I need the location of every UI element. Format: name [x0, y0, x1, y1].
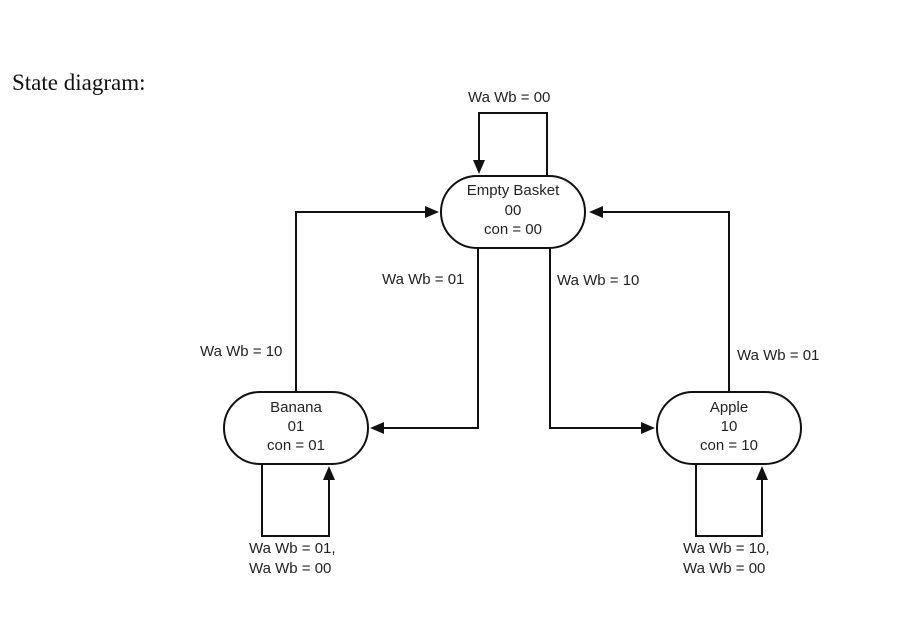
state-empty-basket: Empty Basket 00 con = 00 [440, 175, 586, 249]
transition-banana-self: Wa Wb = 01, Wa Wb = 00 [249, 464, 336, 577]
transition-label: Wa Wb = 10 [557, 272, 639, 289]
transition-empty-to-banana: Wa Wb = 01 [370, 248, 479, 434]
state-name: Apple [710, 399, 748, 416]
state-apple: Apple 10 con = 10 [656, 391, 802, 465]
arrowhead-icon [756, 466, 768, 480]
transition-label: Wa Wb = 01 [382, 271, 464, 288]
arrowhead-icon [473, 160, 485, 174]
state-name: Banana [270, 399, 322, 416]
transition-label-line1: Wa Wb = 01, [249, 540, 336, 557]
state-code: 00 [505, 202, 522, 219]
transition-empty-self: Wa Wb = 00 [468, 89, 550, 176]
diagram-heading: State diagram: [12, 70, 146, 95]
state-code: 01 [288, 418, 305, 435]
arrowhead-icon [370, 422, 384, 434]
transition-label-line1: Wa Wb = 10, [683, 540, 770, 557]
arrowhead-icon [641, 422, 655, 434]
transition-label: Wa Wb = 00 [468, 89, 550, 106]
arrowhead-icon [323, 466, 335, 480]
transition-label-line2: Wa Wb = 00 [249, 560, 331, 577]
state-name: Empty Basket [467, 182, 560, 199]
transition-label: Wa Wb = 01 [737, 347, 819, 364]
state-code: 10 [721, 418, 738, 435]
transition-empty-to-apple: Wa Wb = 10 [549, 248, 655, 434]
transition-label: Wa Wb = 10 [200, 343, 282, 360]
state-banana: Banana 01 con = 01 [223, 391, 369, 465]
state-output: con = 00 [484, 221, 542, 238]
state-output: con = 10 [700, 437, 758, 454]
transition-label-line2: Wa Wb = 00 [683, 560, 765, 577]
transition-apple-self: Wa Wb = 10, Wa Wb = 00 [683, 464, 770, 577]
transition-banana-to-empty: Wa Wb = 10 [200, 206, 439, 392]
arrowhead-icon [589, 206, 603, 218]
arrowhead-icon [425, 206, 439, 218]
state-output: con = 01 [267, 437, 325, 454]
transition-apple-to-empty: Wa Wb = 01 [589, 206, 819, 392]
